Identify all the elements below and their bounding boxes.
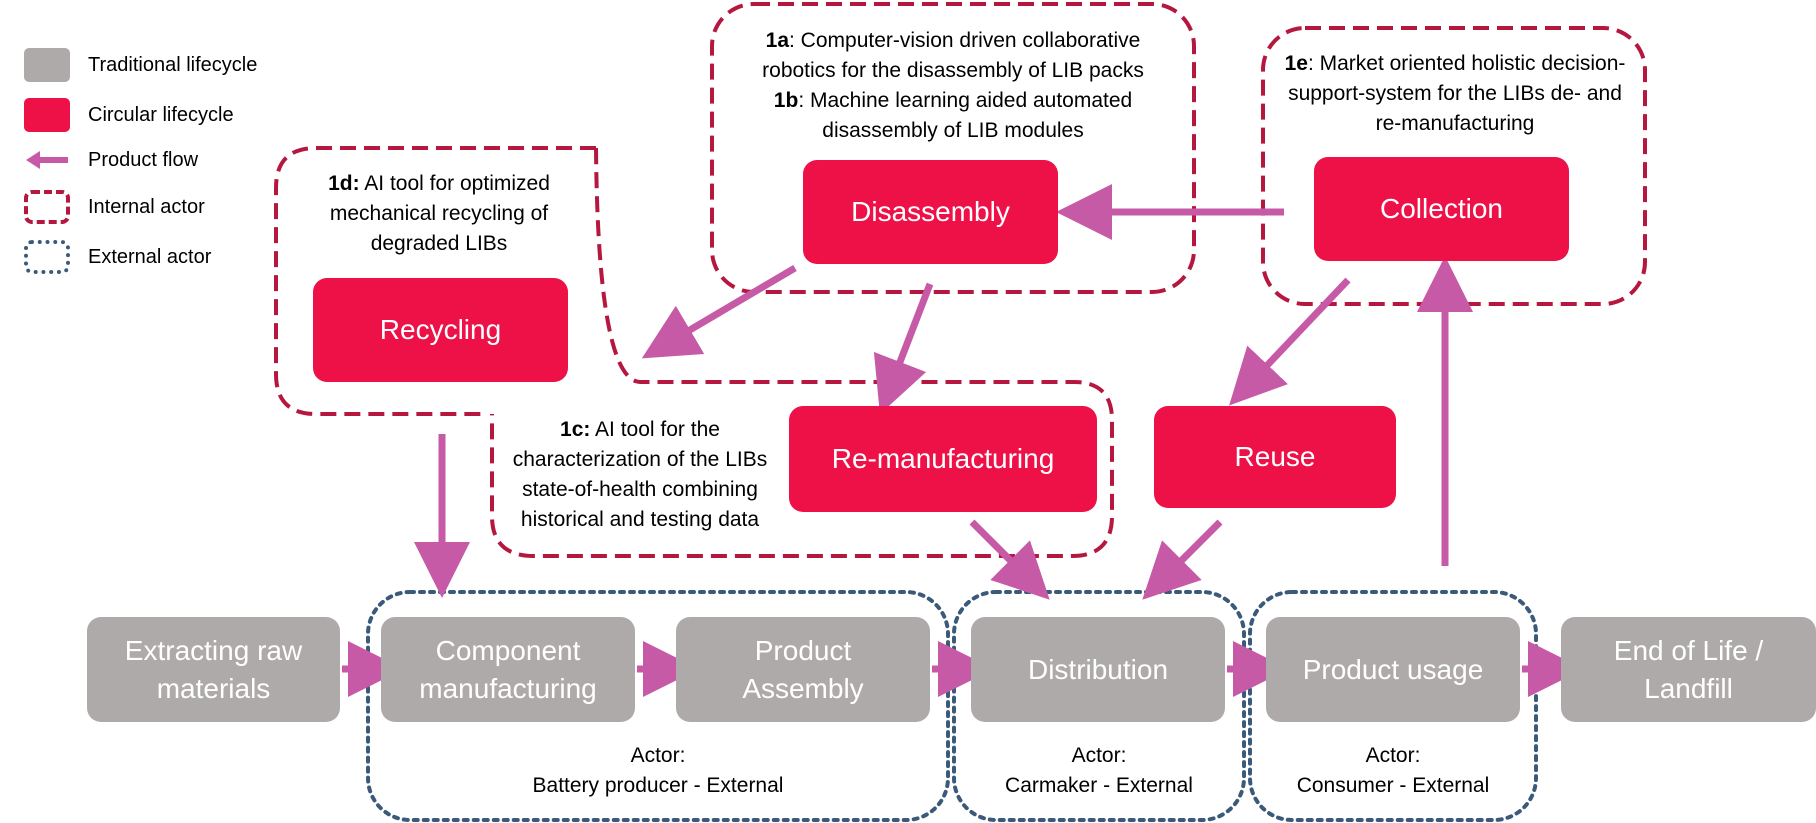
actor-label-consumer: Actor: Consumer - External	[1255, 741, 1531, 801]
actor-label-carmaker: Actor: Carmaker - External	[964, 741, 1234, 801]
actor-label-battery: Actor: Battery producer - External	[468, 741, 848, 801]
annotation-1c-id: 1c:	[560, 418, 591, 441]
external-actor-boundary-carmaker	[952, 590, 1246, 822]
actor-word-consumer: Actor:	[1365, 744, 1421, 767]
node-reuse: Reuse	[1154, 406, 1396, 508]
annotation-1d: 1d: AI tool for optimized mechanical rec…	[300, 169, 578, 259]
annotation-1b-id: 1b	[773, 89, 799, 112]
legend-label-flow: Product flow	[88, 148, 199, 171]
actor-name-carmaker: Carmaker - External	[1005, 774, 1193, 797]
node-eol: End of Life / Landfill	[1561, 617, 1816, 722]
actor-name-battery: Battery producer - External	[532, 774, 784, 797]
annotation-1c: 1c: AI tool for the characterization of …	[500, 415, 780, 535]
actor-name-consumer: Consumer - External	[1296, 774, 1490, 797]
legend-label-traditional: Traditional lifecycle	[88, 53, 258, 76]
internal-actor-boundary-remanufacturing	[490, 147, 1114, 558]
flow-arrow-collection-to-reuse	[1229, 277, 1351, 406]
actor-word-carmaker: Actor:	[1071, 744, 1127, 767]
legend-swatch-flow-arrow-icon	[24, 143, 70, 177]
node-assembly: Product Assembly	[676, 617, 930, 722]
legend-swatch-circular	[24, 98, 70, 132]
annotation-1d-id: 1d:	[328, 172, 360, 195]
node-distribution: Distribution	[971, 617, 1225, 722]
flow-arrow-reuse-to-distribution	[1142, 519, 1223, 600]
annotation-1a-text: : Computer-vision driven collaborative r…	[762, 29, 1144, 82]
legend-swatch-internal	[24, 190, 70, 224]
legend-item-traditional: Traditional lifecycle	[24, 48, 257, 82]
legend-label-external: External actor	[88, 245, 212, 268]
annotation-1a-id: 1a	[765, 29, 790, 52]
flow-arrow-remanufacturing-to-distribution	[969, 519, 1050, 600]
legend-swatch-external	[24, 240, 70, 274]
annotation-1e: 1e: Market oriented holistic decision-su…	[1280, 49, 1630, 139]
node-extracting: Extracting raw materials	[87, 617, 340, 722]
flow-arrow-disassembly-to-remanufacturing	[873, 282, 934, 415]
legend-label-internal: Internal actor	[88, 195, 205, 218]
annotation-1b-text: : Machine learning aided automated disas…	[798, 89, 1133, 142]
legend-item-internal: Internal actor	[24, 190, 205, 224]
node-recycling: Recycling	[313, 278, 568, 382]
external-actor-boundary-consumer	[1248, 590, 1538, 822]
node-disassembly: Disassembly	[803, 160, 1058, 264]
legend-item-external: External actor	[24, 240, 211, 274]
annotation-1e-text: : Market oriented holistic decision-supp…	[1288, 52, 1626, 135]
internal-actor-boundary-disassembly	[710, 2, 1196, 294]
node-remanufacturing: Re-manufacturing	[789, 406, 1097, 512]
legend-swatch-traditional	[24, 48, 70, 82]
annotation-1c-text: AI tool for the characterization of the …	[512, 418, 768, 531]
actor-word-battery: Actor:	[630, 744, 686, 767]
annotation-1a-1b: 1a: Computer-vision driven collaborative…	[728, 26, 1178, 146]
node-collection: Collection	[1314, 157, 1569, 261]
legend-item-flow: Product flow	[24, 143, 198, 177]
annotation-1e-id: 1e	[1284, 52, 1308, 75]
annotation-1d-text: AI tool for optimized mechanical recycli…	[329, 172, 550, 255]
legend-label-circular: Circular lifecycle	[88, 103, 234, 126]
node-usage: Product usage	[1266, 617, 1520, 722]
legend-item-circular: Circular lifecycle	[24, 98, 234, 132]
internal-actor-boundary-recycling	[274, 146, 596, 416]
external-actor-boundary-battery	[366, 590, 950, 822]
node-component: Component manufacturing	[381, 617, 635, 722]
flow-arrow-disassembly-to-recycling	[641, 264, 797, 359]
